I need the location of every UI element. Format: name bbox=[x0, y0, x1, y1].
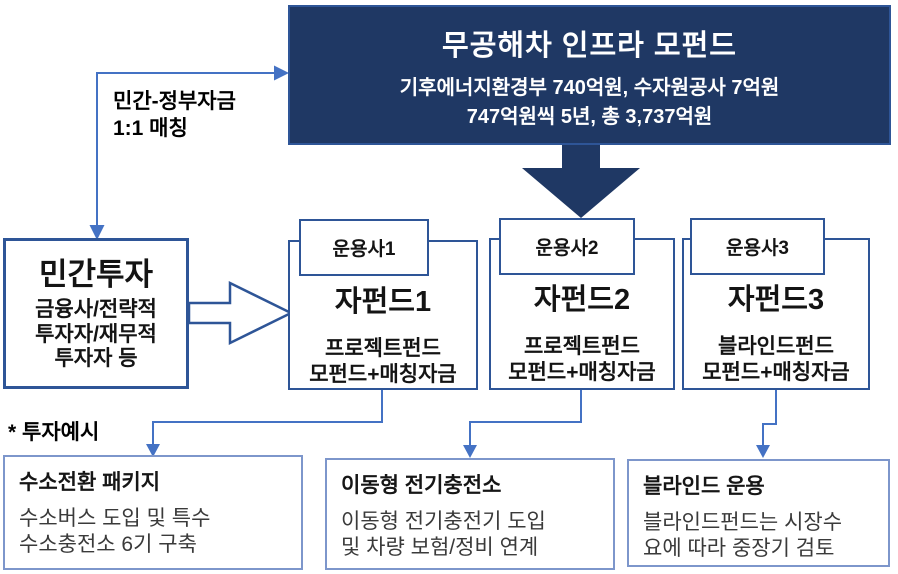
sub-fund-1-name: 자펀드1 bbox=[334, 286, 432, 318]
example-1-box: 수소전환 패키지 수소버스 도입 및 특수 수소충전소 6기 구축 bbox=[3, 455, 303, 570]
private-investment-title: 민간투자 bbox=[38, 257, 154, 292]
example-2-body: 이동형 전기충전기 도입 및 차량 보험/정비 연계 bbox=[341, 510, 546, 559]
manager-2-tab: 운용사2 bbox=[499, 218, 635, 275]
example-3-title: 블라인드 운용 bbox=[643, 475, 765, 498]
mother-fund-down-arrow bbox=[522, 140, 640, 218]
example-1-body: 수소버스 도입 및 특수 수소충전소 6기 구축 bbox=[19, 507, 211, 556]
matching-label: 민간-정부자금 1:1 매칭 bbox=[113, 90, 236, 141]
sub-fund-1-type: 프로젝트펀드 bbox=[325, 337, 441, 360]
fund2-to-example2-connector bbox=[463, 390, 582, 458]
investment-examples-label: * 투자예시 bbox=[8, 421, 100, 444]
example-3-box: 블라인드 운용 블라인드펀드는 시장수 요에 따라 중장기 검토 bbox=[627, 459, 890, 567]
example-2-box: 이동형 전기충전소 이동형 전기충전기 도입 및 차량 보험/정비 연계 bbox=[325, 458, 615, 570]
mother-fund-title: 무공해차 인프라 모펀드 bbox=[442, 30, 737, 62]
private-to-funds-arrow bbox=[187, 280, 294, 346]
fund1-to-example1-connector bbox=[146, 390, 383, 457]
sub-fund-3-funding: 모펀드+매칭자금 bbox=[702, 361, 850, 385]
manager-1-tab: 운용사1 bbox=[299, 219, 429, 276]
sub-fund-2-funding: 모펀드+매칭자금 bbox=[508, 361, 656, 385]
sub-fund-2-name: 자펀드2 bbox=[533, 284, 631, 316]
mother-fund-box: 무공해차 인프라 모펀드 기후에너지환경부 740억원, 수자원공사 7억원 7… bbox=[288, 5, 891, 145]
manager-3-tab: 운용사3 bbox=[690, 218, 825, 275]
mother-fund-subtitle-2: 747억원씩 5년, 총 3,737억원 bbox=[466, 106, 713, 128]
matching-elbow-connector bbox=[89, 65, 289, 240]
private-investment-box: 민간투자 금융사/전략적 투자자/재무적 투자자 등 bbox=[3, 238, 189, 389]
sub-fund-3-type: 블라인드펀드 bbox=[718, 335, 834, 358]
private-investment-body: 금융사/전략적 투자자/재무적 투자자 등 bbox=[35, 298, 157, 371]
example-3-body: 블라인드펀드는 시장수 요에 따라 중장기 검토 bbox=[643, 511, 843, 560]
sub-fund-3-name: 자펀드3 bbox=[727, 284, 825, 316]
sub-fund-1-funding: 모펀드+매칭자금 bbox=[309, 363, 457, 387]
example-1-title: 수소전환 패키지 bbox=[19, 471, 161, 494]
example-2-title: 이동형 전기충전소 bbox=[341, 474, 502, 497]
mother-fund-subtitle-1: 기후에너지환경부 740억원, 수자원공사 7억원 bbox=[399, 77, 780, 99]
fund3-to-example3-connector bbox=[756, 390, 777, 458]
sub-fund-2-type: 프로젝트펀드 bbox=[524, 335, 640, 358]
